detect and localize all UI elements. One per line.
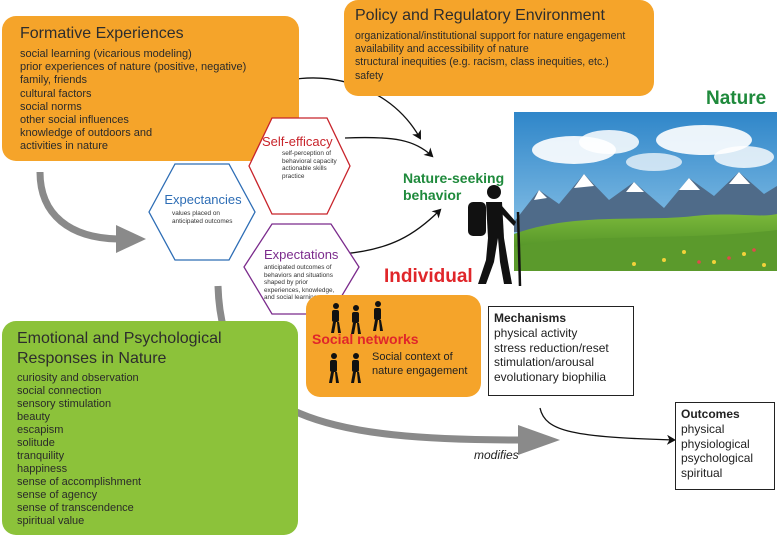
desc-line: behaviors and situations <box>264 271 333 279</box>
list-item: physiological <box>681 436 750 451</box>
list-item: spiritual value <box>17 515 85 527</box>
arrow-mechanisms-to-outcomes <box>539 407 676 445</box>
mechanisms-box: Mechanisms physical activity stress redu… <box>488 306 634 396</box>
self-efficacy-title: Self-efficacy <box>262 134 333 149</box>
list-item: sense of transcendence <box>17 502 134 514</box>
list-item: social learning (vicarious modeling) <box>20 48 192 60</box>
list-item: organizational/institutional support for… <box>355 30 626 42</box>
expectancies-text: Expectancies values placed on anticipate… <box>160 192 246 225</box>
list-item: knowledge of outdoors and <box>20 127 153 140</box>
desc-line: actionable skills <box>282 165 327 173</box>
list-item: escapism <box>17 424 64 436</box>
policy-list: organizational/institutional support for… <box>355 30 654 83</box>
expectancies-desc: values placed on anticipated outcomes <box>172 210 246 225</box>
list-item: sense of accomplishment <box>17 476 142 488</box>
formative-list: social learning (vicarious modeling) pri… <box>20 48 299 154</box>
list-item: curiosity and observation <box>17 372 139 384</box>
hiker-icon <box>468 185 522 286</box>
list-item: social norms <box>20 100 82 113</box>
emotional-list: curiosity and observation social connect… <box>17 372 298 528</box>
social-networks-desc: Social context of nature engagement <box>372 351 467 378</box>
individual-label: Individual <box>384 266 473 287</box>
list-item: family, friends <box>20 74 88 87</box>
nature-label: Nature <box>706 88 767 109</box>
nature-seeking-label: Nature-seeking behavior <box>403 170 504 204</box>
self-efficacy-text: Self-efficacy self-perception of behavio… <box>262 134 342 180</box>
group-of-hikers-icon <box>331 301 383 334</box>
list-item: sensory stimulation <box>17 398 112 410</box>
list-item: structural inequities (e.g. racism, clas… <box>355 56 609 69</box>
expectations-desc: anticipated outcomes of behaviors and si… <box>264 264 354 302</box>
desc-line: experiences, knowledge, <box>264 286 335 294</box>
gray-arrowhead-1 <box>116 225 146 253</box>
formative-experiences-box: Formative Experiences social learning (v… <box>2 16 299 161</box>
desc-line: behavioral capacity <box>282 157 337 165</box>
emotional-responses-box: Emotional and Psychological Responses in… <box>2 321 298 535</box>
list-item: psychological <box>681 451 754 465</box>
desc-line: self-perception of <box>282 150 332 157</box>
expectations-text: Expectations anticipated outcomes of beh… <box>264 247 354 302</box>
desc-line: values placed on <box>172 210 220 217</box>
list-item: tranquility <box>17 450 65 462</box>
expectations-title: Expectations <box>264 247 339 262</box>
desc-line: shaped by prior <box>264 279 309 287</box>
social-networks-box: Social networks Social context of nature… <box>306 295 481 397</box>
policy-box: Policy and Regulatory Environment organi… <box>344 0 654 96</box>
emotional-title: Emotional and Psychological Responses in… <box>17 329 298 369</box>
emotional-title-line2: Responses in Nature <box>17 350 167 367</box>
list-item: spiritual <box>681 465 723 480</box>
list-item: physical <box>681 422 725 436</box>
formative-title: Formative Experiences <box>20 25 184 42</box>
emotional-title-line1: Emotional and Psychological <box>17 330 222 347</box>
mountain-landscape-icon <box>514 112 777 271</box>
self-efficacy-desc: self-perception of behavioral capacity a… <box>282 150 342 180</box>
desc-line: Social context of <box>372 351 453 363</box>
list-item: physical activity <box>494 326 578 340</box>
nature-seeking-line2: behavior <box>403 187 462 203</box>
desc-line: and social learning <box>264 294 318 302</box>
desc-line: practice <box>282 172 305 180</box>
desc-line: nature engagement <box>372 364 468 377</box>
list-item: solitude <box>17 437 55 449</box>
list-item: beauty <box>17 411 51 423</box>
expectancies-title: Expectancies <box>164 192 242 207</box>
list-item: cultural factors <box>20 87 92 100</box>
mechanisms-title: Mechanisms <box>494 311 567 325</box>
outcomes-box: Outcomes physical physiological psycholo… <box>675 402 775 490</box>
list-item: stress reduction/reset <box>494 340 609 355</box>
list-item: stimulation/arousal <box>494 355 595 369</box>
outcomes-title: Outcomes <box>681 407 740 421</box>
arrow-selfefficacy-to-behavior <box>344 136 434 158</box>
policy-title: Policy and Regulatory Environment <box>355 7 605 24</box>
group-of-hikers-icon <box>329 353 361 383</box>
social-networks-title: Social networks <box>312 331 419 347</box>
list-item: evolutionary biophilia <box>494 369 607 384</box>
desc-line: anticipated outcomes <box>172 217 233 225</box>
list-item: happiness <box>17 463 68 475</box>
list-item: prior experiences of nature (positive, n… <box>20 61 247 74</box>
list-item: sense of agency <box>17 489 98 501</box>
arrow-expectations-to-behavior <box>341 208 442 255</box>
list-item: social connection <box>17 385 102 397</box>
desc-line: anticipated outcomes of <box>264 264 332 271</box>
list-item: activities in nature <box>20 140 109 153</box>
list-item: safety <box>355 69 384 82</box>
list-item: availability and accessibility of nature <box>355 43 529 56</box>
modifies-label: modifies <box>474 448 519 462</box>
list-item: other social influences <box>20 114 129 127</box>
nature-seeking-line1: Nature-seeking <box>403 170 505 186</box>
gray-arrow-formative-to-expectancies <box>36 171 119 243</box>
gray-arrowhead-2 <box>518 425 560 455</box>
